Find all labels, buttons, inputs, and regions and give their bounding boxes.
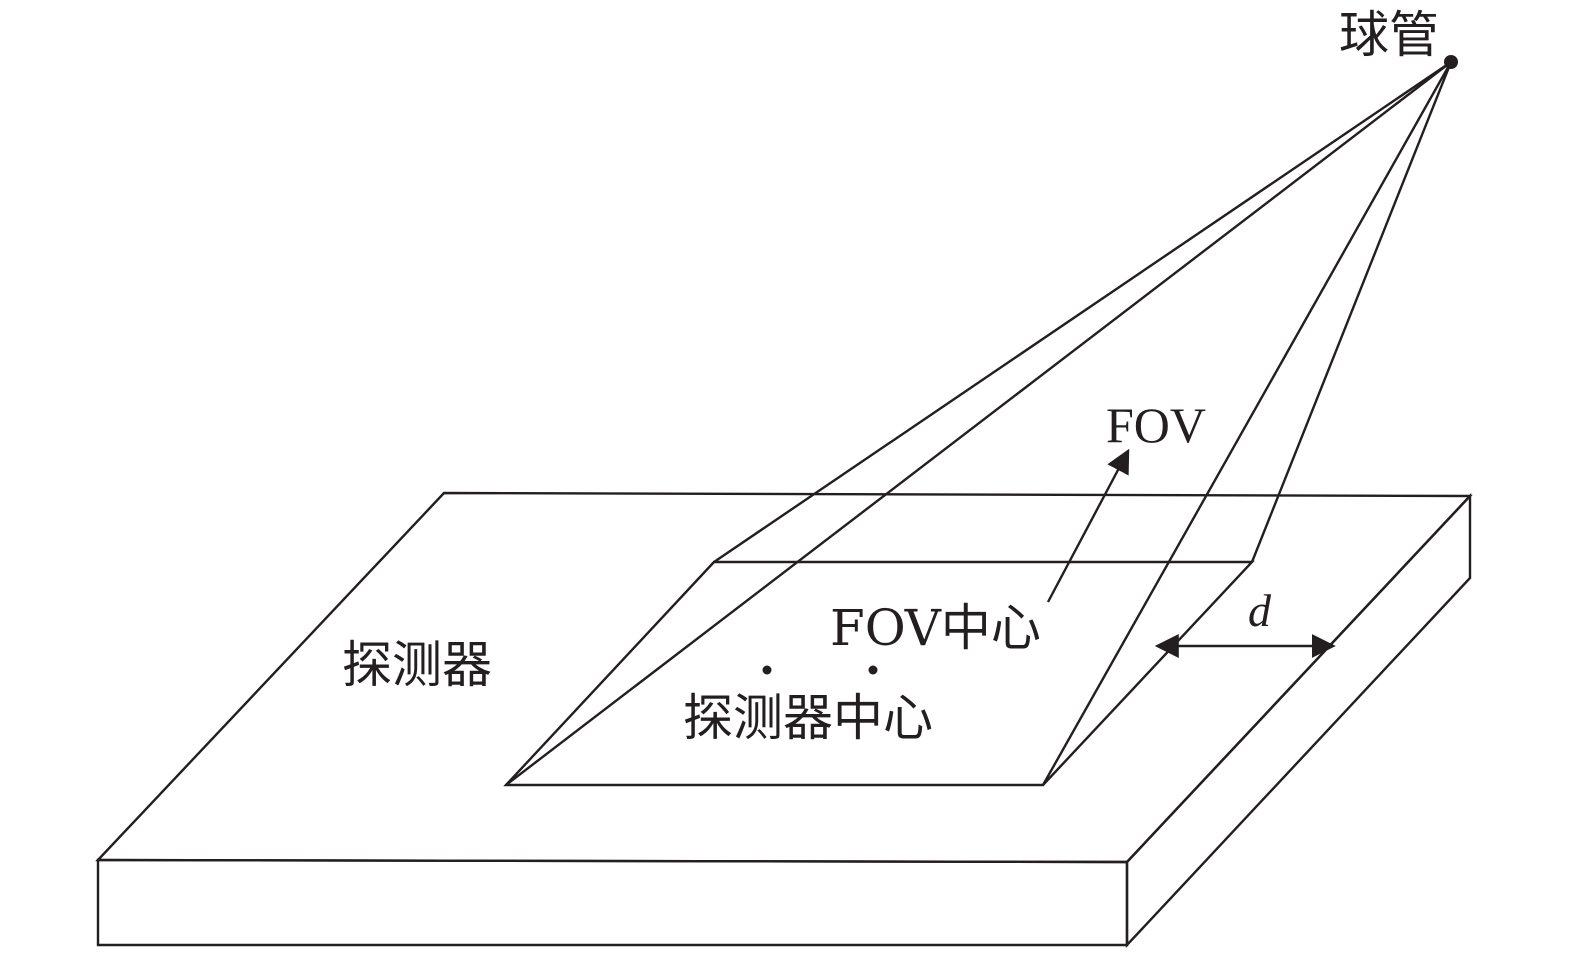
fov-leader-arrow xyxy=(1046,448,1130,603)
detector-top-face xyxy=(95,491,1473,864)
detector-front-face xyxy=(96,858,1129,947)
fov-rectangle xyxy=(503,560,1255,787)
detector-label: 探测器 xyxy=(342,636,492,694)
beam-line-front-right xyxy=(1041,61,1453,786)
beam-line-back-left xyxy=(713,61,1452,563)
distance-label: d xyxy=(1248,585,1272,636)
tube-label: 球管 xyxy=(1339,6,1439,64)
fov-center-dot xyxy=(868,665,878,675)
detector-center-dot xyxy=(762,665,772,675)
fov-label: FOV xyxy=(1106,397,1206,453)
beam-line-back-right xyxy=(1250,61,1453,563)
fov-center-label: FOV中心 xyxy=(830,599,1041,657)
detector-right-face xyxy=(1125,492,1472,949)
tube-point xyxy=(1444,55,1458,69)
beam-line-front-left xyxy=(505,61,1452,786)
detector-center-label: 探测器中心 xyxy=(683,689,933,747)
